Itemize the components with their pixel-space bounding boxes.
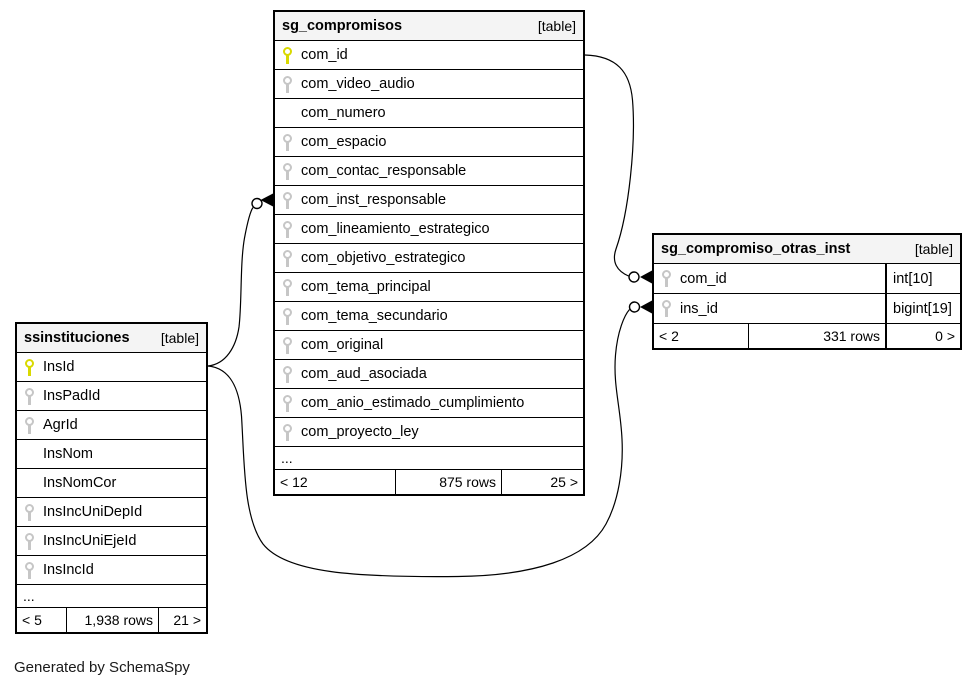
table-name[interactable]: sg_compromiso_otras_inst	[661, 241, 851, 257]
column-AgrId: AgrId	[17, 411, 206, 440]
relationship-zero-circle	[628, 301, 641, 313]
children-count: < 12	[280, 474, 308, 490]
column-InsIncUniDepId: InsIncUniDepId	[17, 498, 206, 527]
column-com_proyecto_ley: com_proyecto_ley	[275, 418, 583, 447]
index-key-icon	[282, 278, 293, 296]
index-key-icon	[661, 270, 672, 287]
index-key-icon	[282, 423, 293, 441]
table-type-badge: [table]	[914, 241, 953, 257]
column-com_tema_secundario: com_tema_secundario	[275, 302, 583, 331]
column-com_lineamiento_estrategico: com_lineamiento_estrategico	[275, 215, 583, 244]
column-com_inst_responsable: com_inst_responsable	[275, 186, 583, 215]
index-key-icon	[282, 191, 293, 209]
index-key-icon	[24, 561, 35, 579]
index-key-icon	[24, 532, 35, 550]
primary-key-icon	[24, 358, 35, 376]
column-com_contac_responsable: com_contac_responsable	[275, 157, 583, 186]
crowsfoot-arrow	[640, 300, 652, 314]
table-name[interactable]: ssinstituciones	[24, 330, 130, 346]
row-count: 1,938 rows	[66, 608, 159, 632]
column-com_tema_principal: com_tema_principal	[275, 273, 583, 302]
index-key-icon	[282, 133, 293, 151]
index-key-icon	[282, 162, 293, 180]
truncated-columns-indicator: ...	[17, 585, 206, 608]
table-sg-compromiso-otras-inst[interactable]: sg_compromiso_otras_inst [table] com_id …	[652, 233, 962, 350]
children-count: < 5	[22, 612, 42, 628]
table-ssinstituciones[interactable]: ssinstituciones [table] InsId InsPadId A…	[15, 322, 208, 634]
relationship-zero-circle	[628, 271, 640, 283]
column-com_aud_asociada: com_aud_asociada	[275, 360, 583, 389]
index-key-icon	[24, 416, 35, 434]
column-InsIncId: InsIncId	[17, 556, 206, 585]
column-com_id: com_id int[10]	[654, 264, 960, 294]
table-header[interactable]: ssinstituciones [table]	[17, 324, 206, 353]
index-key-icon	[282, 249, 293, 267]
parents-count: 0 >	[935, 328, 955, 344]
table-name[interactable]: sg_compromisos	[282, 18, 403, 34]
index-key-icon	[282, 365, 293, 383]
parents-count: 25 >	[550, 474, 578, 490]
relationship-zero-circle	[251, 197, 263, 210]
children-count: < 2	[659, 328, 679, 344]
table-type-badge: [table]	[537, 18, 576, 34]
column-com_anio_estimado_cumplimiento: com_anio_estimado_cumplimiento	[275, 389, 583, 418]
column-InsId: InsId	[17, 353, 206, 382]
parents-count: 21 >	[173, 612, 201, 628]
table-header[interactable]: sg_compromisos [table]	[275, 12, 583, 41]
table-stats-footer: < 5 1,938 rows 21 >	[17, 608, 206, 632]
column-com_objetivo_estrategico: com_objetivo_estrategico	[275, 244, 583, 273]
index-key-icon	[24, 503, 35, 521]
column-com_numero: com_numero	[275, 99, 583, 128]
table-header[interactable]: sg_compromiso_otras_inst [table]	[654, 235, 960, 264]
truncated-columns-indicator: ...	[275, 447, 583, 470]
generator-note: Generated by SchemaSpy	[14, 659, 190, 676]
relationship-path-comid	[584, 54, 634, 277]
column-com_espacio: com_espacio	[275, 128, 583, 157]
table-sg-compromisos[interactable]: sg_compromisos [table] com_id com_video_…	[273, 10, 585, 496]
column-InsPadId: InsPadId	[17, 382, 206, 411]
index-key-icon	[282, 307, 293, 325]
index-key-icon	[282, 336, 293, 354]
table-stats-footer: < 2 331 rows 0 >	[654, 324, 960, 348]
index-key-icon	[24, 387, 35, 405]
primary-key-icon	[282, 46, 293, 64]
crowsfoot-arrow	[640, 270, 652, 284]
row-count: 331 rows	[748, 324, 887, 348]
relationship-path-insid	[207, 309, 630, 578]
column-InsNomCor: InsNomCor	[17, 469, 206, 498]
crowsfoot-arrow	[260, 193, 273, 207]
column-com_id: com_id	[275, 41, 583, 70]
index-key-icon	[282, 220, 293, 238]
table-type-badge: [table]	[160, 330, 199, 346]
column-com_original: com_original	[275, 331, 583, 360]
index-key-icon	[282, 75, 293, 93]
column-com_video_audio: com_video_audio	[275, 70, 583, 99]
row-count: 875 rows	[395, 470, 502, 494]
column-ins_id: ins_id bigint[19]	[654, 294, 960, 324]
relationship-path-instresp	[207, 207, 254, 367]
column-type: bigint[19]	[885, 294, 960, 323]
column-InsNom: InsNom	[17, 440, 206, 469]
column-InsIncUniEjeId: InsIncUniEjeId	[17, 527, 206, 556]
index-key-icon	[282, 394, 293, 412]
table-stats-footer: < 12 875 rows 25 >	[275, 470, 583, 494]
index-key-icon	[661, 300, 672, 317]
column-type: int[10]	[885, 264, 960, 293]
